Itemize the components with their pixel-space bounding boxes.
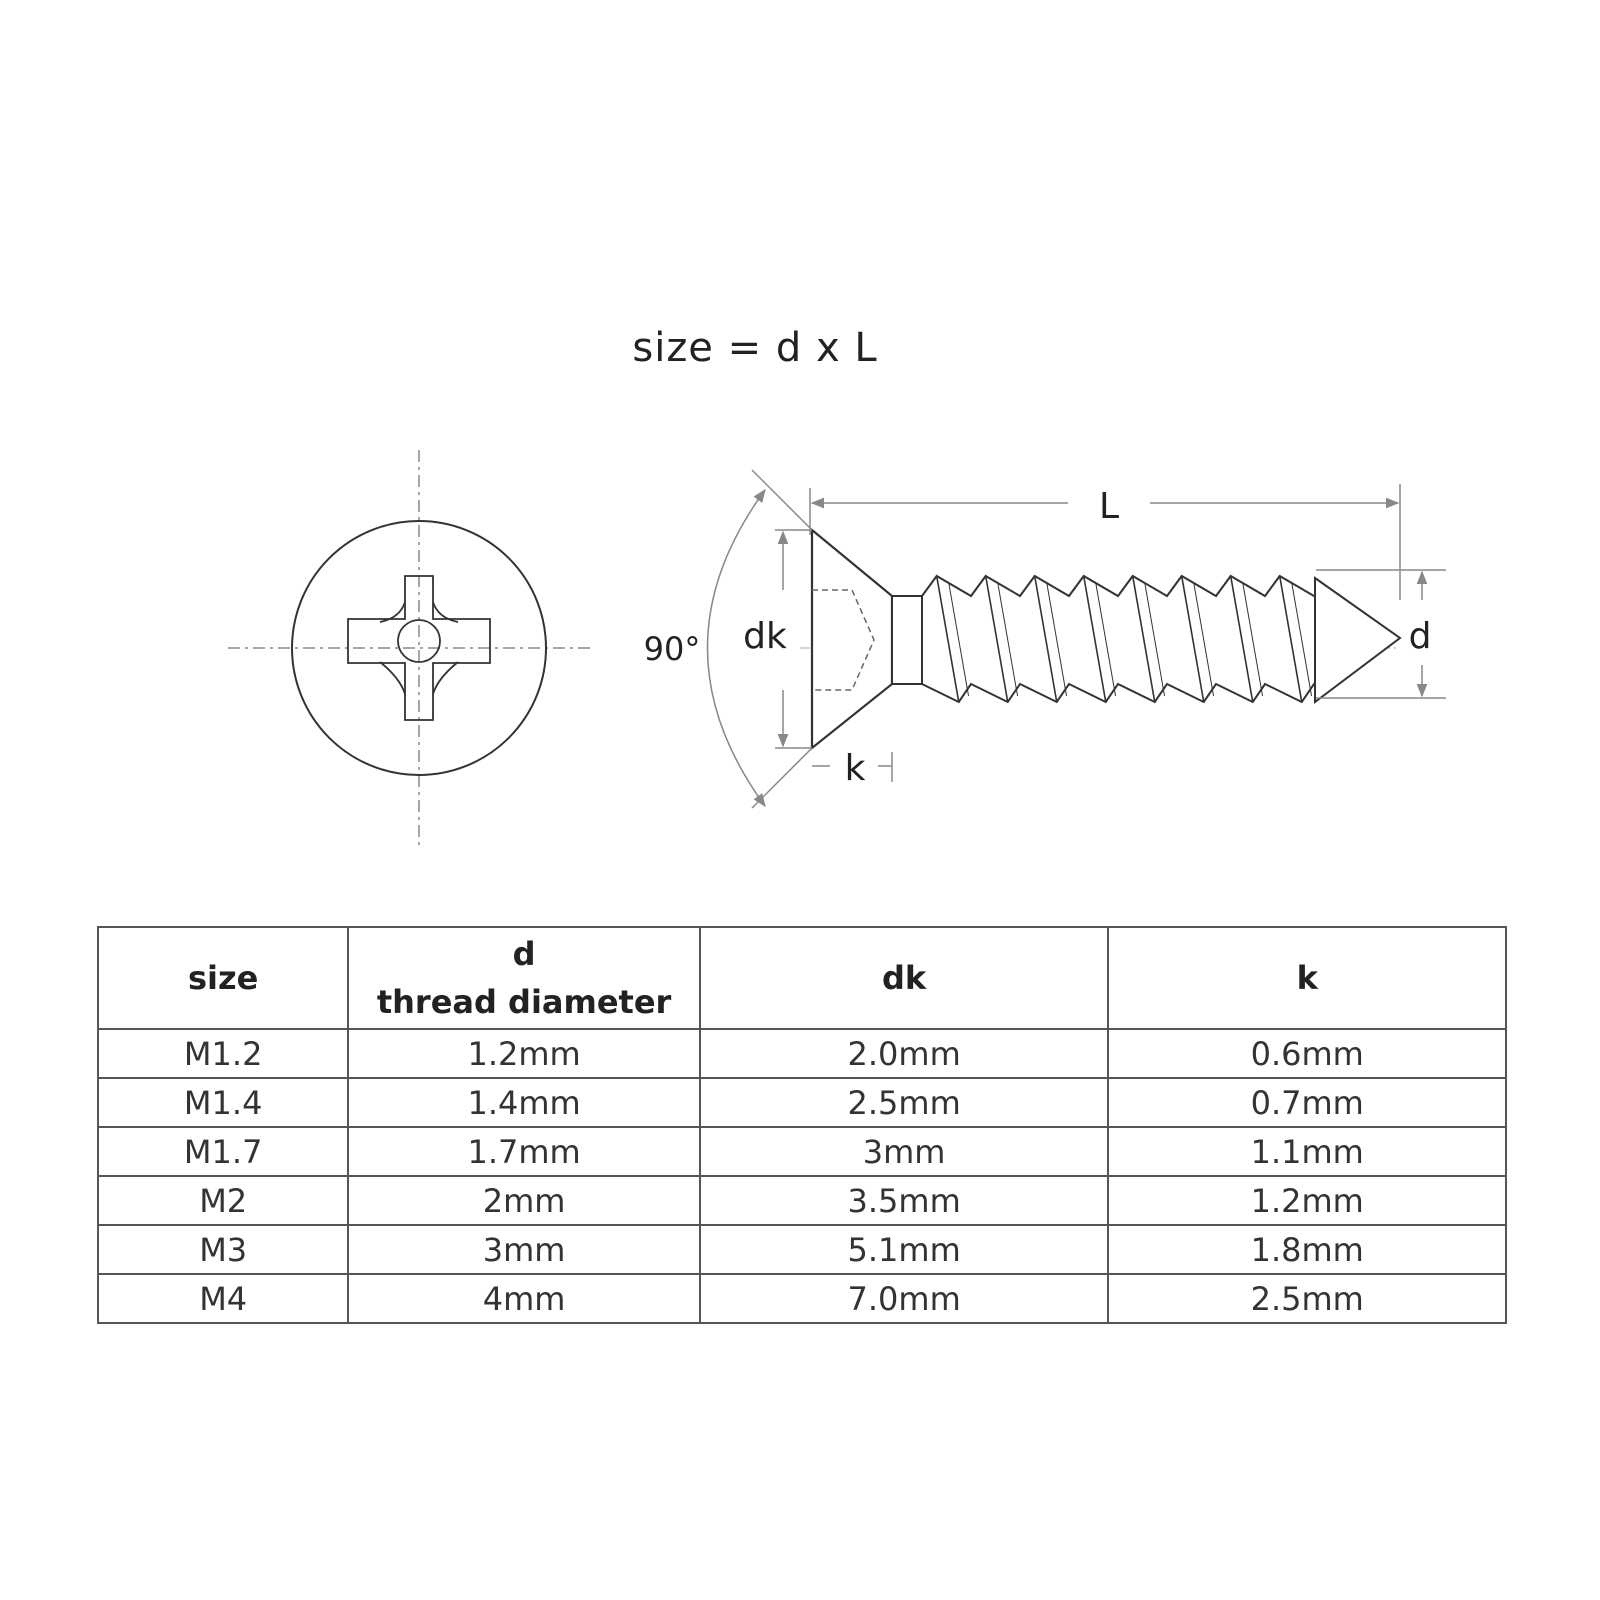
- header-dk: dk: [698, 926, 1110, 1030]
- header-d-desc: thread diameter: [376, 983, 672, 1021]
- label-d: d: [1409, 616, 1432, 657]
- cell-k: 0.7mm: [1107, 1077, 1507, 1128]
- header-d: d thread diameter: [347, 926, 701, 1030]
- table-header-row: size d thread diameter dk k: [96, 926, 1507, 1030]
- cell-size: M1.7: [96, 1126, 350, 1177]
- header-d-symbol: d: [512, 935, 536, 973]
- cell-size: M3: [96, 1224, 350, 1275]
- cell-dk: 3mm: [698, 1126, 1110, 1177]
- cell-d: 2mm: [347, 1175, 701, 1226]
- cell-k: 1.1mm: [1107, 1126, 1507, 1177]
- cell-d: 1.4mm: [347, 1077, 701, 1128]
- cell-dk: 5.1mm: [698, 1224, 1110, 1275]
- cell-k: 1.2mm: [1107, 1175, 1507, 1226]
- header-k: k: [1107, 926, 1507, 1030]
- cell-size: M1.2: [96, 1028, 350, 1079]
- screw-head-top-view: [228, 450, 592, 846]
- label-dk: dk: [743, 616, 787, 657]
- cell-dk: 2.0mm: [698, 1028, 1110, 1079]
- label-angle: 90°: [644, 630, 701, 668]
- cell-size: M2: [96, 1175, 350, 1226]
- cell-d: 4mm: [347, 1273, 701, 1324]
- cell-dk: 2.5mm: [698, 1077, 1110, 1128]
- cell-dk: 7.0mm: [698, 1273, 1110, 1324]
- phillips-drive-icon: [347, 575, 491, 721]
- screw-side-view: [800, 527, 1402, 751]
- screw-diagram: L d dk k 90°: [228, 450, 1446, 846]
- cell-size: M1.4: [96, 1077, 350, 1128]
- size-formula: size = d x L: [632, 325, 878, 371]
- cell-k: 1.8mm: [1107, 1224, 1507, 1275]
- cell-k: 0.6mm: [1107, 1028, 1507, 1079]
- cell-dk: 3.5mm: [698, 1175, 1110, 1226]
- label-L: L: [1099, 486, 1119, 527]
- cell-d: 1.7mm: [347, 1126, 701, 1177]
- cell-d: 1.2mm: [347, 1028, 701, 1079]
- dimension-labels: L d dk k 90°: [644, 486, 1432, 789]
- label-k: k: [845, 748, 866, 789]
- cell-k: 2.5mm: [1107, 1273, 1507, 1324]
- dimension-lines: [706, 469, 1446, 809]
- cell-d: 3mm: [347, 1224, 701, 1275]
- header-size: size: [96, 926, 350, 1030]
- cell-size: M4: [96, 1273, 350, 1324]
